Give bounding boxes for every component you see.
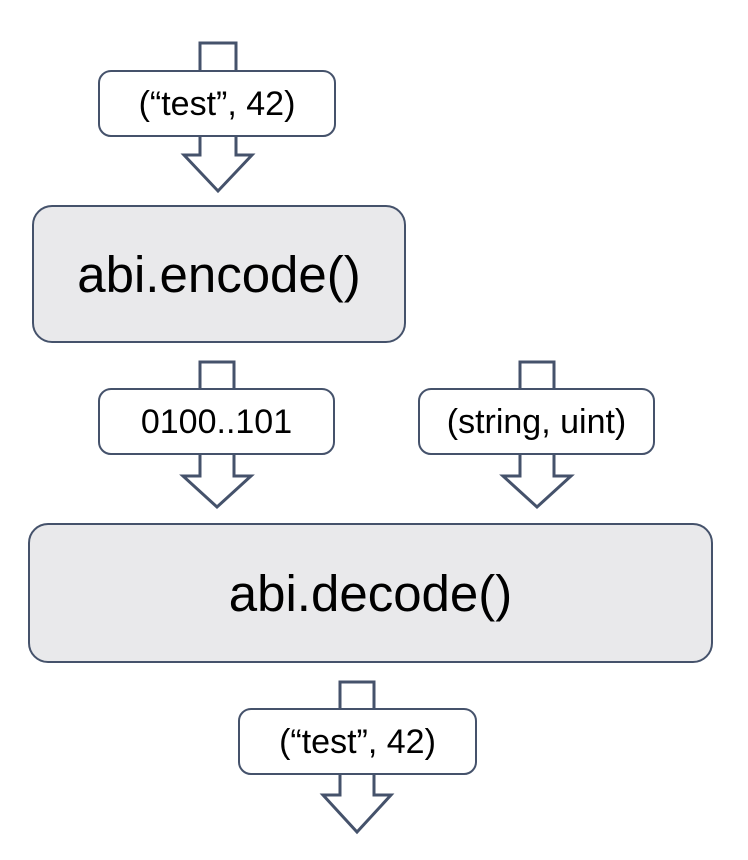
output-tuple-label: (“test”, 42) [238, 708, 477, 775]
input-tuple-label: (“test”, 42) [98, 70, 336, 137]
abi-encode-node: abi.encode() [32, 205, 406, 343]
abi-decode-node: abi.decode() [28, 523, 713, 663]
types-tuple-label: (string, uint) [418, 388, 655, 455]
encoded-bytes-label: 0100..101 [98, 388, 335, 455]
